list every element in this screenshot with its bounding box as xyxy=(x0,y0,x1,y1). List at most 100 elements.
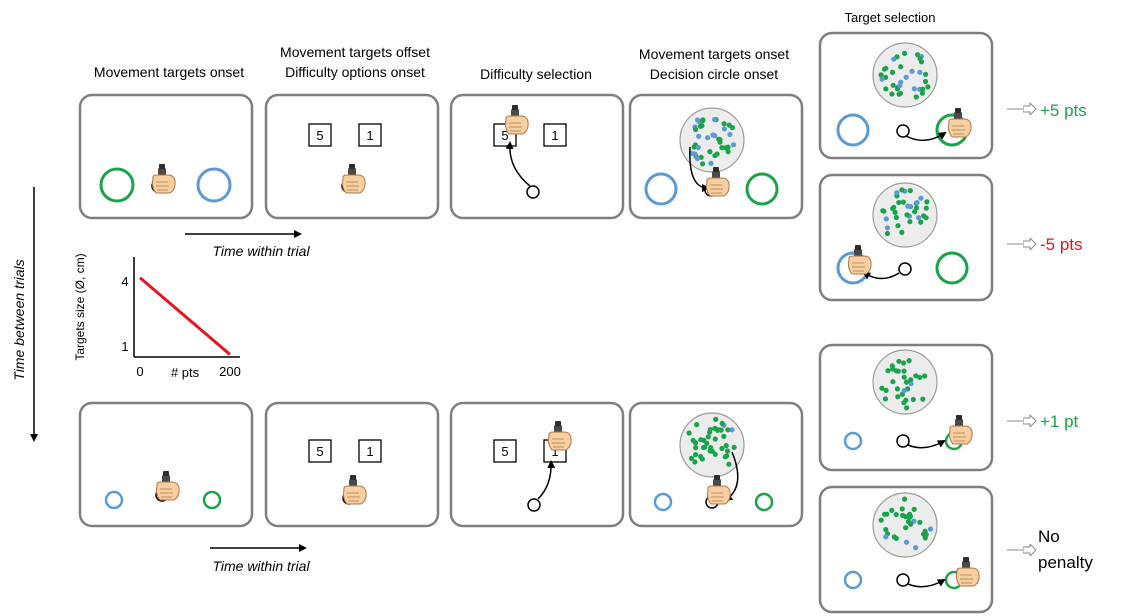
x-tick-label: 200 xyxy=(219,364,241,379)
green-dot xyxy=(698,453,704,460)
green-dot xyxy=(716,136,722,142)
green-dot xyxy=(686,430,692,436)
blue-dot xyxy=(712,116,718,123)
green-dot xyxy=(880,208,886,214)
blue-target xyxy=(843,431,863,451)
green-dot xyxy=(878,72,884,78)
green-dot xyxy=(895,223,901,229)
movement-arrow xyxy=(689,146,710,192)
x-tick-label: 0 xyxy=(136,364,143,379)
green-dot xyxy=(891,534,897,540)
green-dot xyxy=(691,144,697,150)
green-dot xyxy=(889,507,895,513)
blue-dot xyxy=(879,76,885,82)
start-position xyxy=(526,185,540,199)
green-dot xyxy=(903,525,909,531)
blue-dot xyxy=(903,74,909,80)
green-dot xyxy=(712,451,718,457)
blue-dot xyxy=(927,526,934,532)
green-dot xyxy=(922,373,928,379)
green-dot xyxy=(726,461,732,467)
movement-arrow xyxy=(907,439,946,449)
green-dot xyxy=(892,209,898,215)
green-dot xyxy=(884,511,890,517)
green-dot xyxy=(688,455,695,461)
green-dot xyxy=(906,358,912,364)
green-dot xyxy=(899,229,905,235)
green-dot xyxy=(907,511,913,517)
green-dot xyxy=(699,123,705,129)
green-dot xyxy=(904,405,910,411)
green-dot xyxy=(698,154,704,160)
green-dot xyxy=(922,78,929,85)
green-dot xyxy=(899,187,905,193)
header-targets-onset-2: Movement targets onset xyxy=(638,46,790,62)
time-within-trial-label-top: Time within trial xyxy=(212,243,310,259)
outcome-minus-5: -5 pts xyxy=(1040,235,1083,254)
blue-dot xyxy=(909,68,915,74)
green-dot xyxy=(698,437,704,443)
panel-r1-c3 xyxy=(449,93,625,220)
y-tick-label: 4 xyxy=(121,274,128,289)
green-dot xyxy=(701,444,707,451)
start-position xyxy=(896,124,910,138)
blue-dot xyxy=(897,82,903,89)
green-dot xyxy=(692,459,698,465)
green-dot xyxy=(700,161,706,167)
blue-target xyxy=(836,113,870,147)
blue-dot xyxy=(695,144,701,151)
green-dot xyxy=(723,443,729,449)
blue-dot xyxy=(729,427,735,433)
green-dot xyxy=(918,219,924,225)
green-dot xyxy=(707,429,713,435)
green-dot xyxy=(924,199,930,205)
panel-r1-c1 xyxy=(78,93,254,220)
option-1-text: 1 xyxy=(366,128,373,143)
green-dot xyxy=(707,448,713,454)
option-box-5 xyxy=(308,123,332,147)
blue-dot xyxy=(894,190,900,196)
header-decision-circle-onset: Decision circle onset xyxy=(649,66,779,82)
blue-target xyxy=(843,570,863,590)
green-dot xyxy=(920,396,926,402)
green-dot xyxy=(705,434,711,440)
blue-target xyxy=(196,167,232,203)
blue-dot xyxy=(891,56,897,62)
green-dot xyxy=(910,396,916,403)
outcome-plus-1: +1 pt xyxy=(1040,412,1079,431)
green-dot xyxy=(722,454,728,460)
green-dot xyxy=(700,118,706,124)
green-target xyxy=(202,490,222,510)
green-dot xyxy=(921,213,927,219)
green-dot xyxy=(719,420,725,426)
panel-r2-c1 xyxy=(78,401,254,528)
decision-dots xyxy=(880,187,930,237)
green-target xyxy=(745,172,779,206)
green-dot xyxy=(878,517,884,523)
header-difficulty-selection: Difficulty selection xyxy=(480,66,592,82)
blue-dot xyxy=(696,133,702,139)
green-dot xyxy=(718,427,724,433)
green-dot xyxy=(729,125,736,131)
green-dot xyxy=(694,422,700,428)
green-dot xyxy=(896,358,902,364)
green-dot xyxy=(883,527,889,533)
blue-dot xyxy=(883,216,889,222)
green-dot xyxy=(693,452,699,458)
green-dot xyxy=(891,204,897,210)
blue-dot xyxy=(884,225,891,231)
green-dot xyxy=(883,387,889,393)
green-target xyxy=(99,167,135,203)
start-position xyxy=(896,573,910,587)
inset-chart: 4 1 0 200 # pts Targets size (Ø, cm) xyxy=(73,253,241,380)
green-dot xyxy=(922,528,928,534)
decision-dots xyxy=(686,416,737,467)
green-dot xyxy=(898,64,904,70)
decision-circle xyxy=(872,492,938,558)
green-dot xyxy=(917,519,923,525)
green-dot xyxy=(911,506,917,512)
green-dot xyxy=(889,91,895,97)
green-dot xyxy=(902,50,908,57)
green-target xyxy=(935,251,969,285)
